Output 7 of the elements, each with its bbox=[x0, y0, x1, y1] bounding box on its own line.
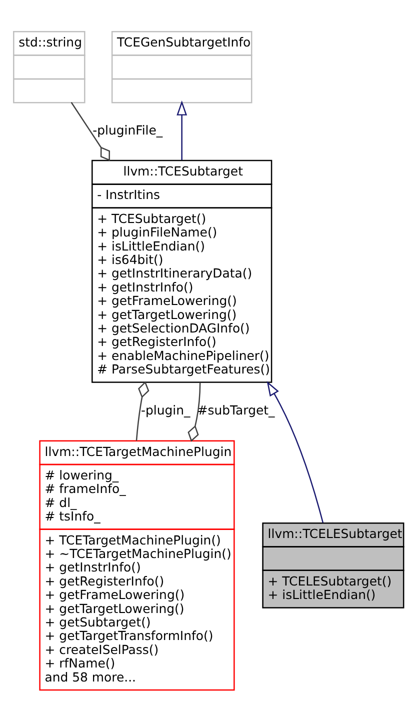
connector bbox=[136, 380, 150, 440]
connector bbox=[188, 382, 201, 442]
arrow bbox=[266, 380, 324, 522]
edge-label: -plugin_ bbox=[141, 402, 190, 418]
connector bbox=[70, 102, 110, 161]
arrow bbox=[176, 100, 188, 160]
edge-label: -pluginFile_ bbox=[92, 122, 163, 137]
